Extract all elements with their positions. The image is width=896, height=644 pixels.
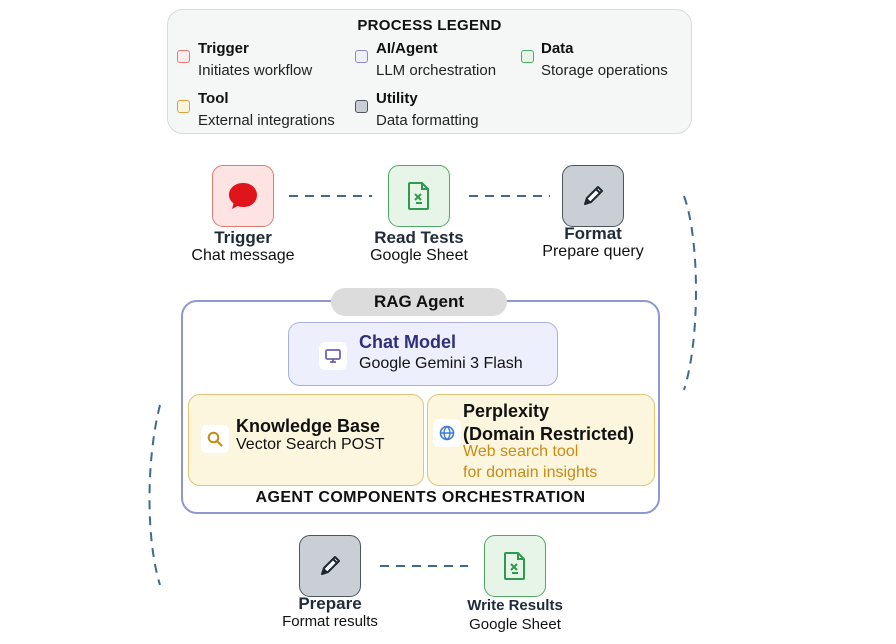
pencil-icon bbox=[321, 556, 340, 575]
chat-model-title: Chat Model bbox=[359, 332, 456, 352]
format-label: Format bbox=[564, 224, 622, 243]
legend-swatch-trigger bbox=[177, 50, 190, 63]
legend-swatch-ai-agent bbox=[355, 50, 368, 63]
knowledge-base-card[interactable]: Knowledge Base Vector Search POST bbox=[188, 394, 424, 486]
legend-swatch-utility bbox=[355, 100, 368, 113]
write-results-sub: Google Sheet bbox=[469, 616, 561, 633]
trigger-label: Trigger bbox=[214, 228, 272, 247]
knowledge-base-title: Knowledge Base bbox=[236, 416, 381, 436]
legend-swatch-tool bbox=[177, 100, 190, 113]
prepare-sub: Format results bbox=[282, 613, 378, 630]
chat-model-card[interactable]: Chat Model Google Gemini 3 Flash bbox=[288, 322, 558, 386]
process-legend: PROCESS LEGEND Trigger Initiates workflo… bbox=[167, 9, 692, 134]
chat-model-sub: Google Gemini 3 Flash bbox=[359, 355, 523, 372]
legend-desc-trigger: Initiates workflow bbox=[198, 62, 313, 79]
prepare-label: Prepare bbox=[298, 594, 362, 613]
format-node[interactable] bbox=[562, 165, 624, 227]
legend-name-utility: Utility bbox=[376, 90, 418, 107]
globe-icon bbox=[439, 425, 455, 441]
pencil-icon bbox=[584, 186, 603, 205]
legend-name-ai-agent: AI/Agent bbox=[376, 40, 438, 57]
perplexity-desc-2: for domain insights bbox=[463, 464, 598, 481]
monitor-icon-box bbox=[319, 342, 347, 370]
read-tests-sub: Google Sheet bbox=[370, 247, 468, 264]
chat-bubble-icon bbox=[229, 183, 257, 209]
format-sub: Prepare query bbox=[542, 243, 644, 260]
legend-desc-ai-agent: LLM orchestration bbox=[376, 62, 497, 79]
trigger-node[interactable] bbox=[212, 165, 274, 227]
legend-desc-utility: Data formatting bbox=[376, 112, 479, 129]
perplexity-card[interactable]: Perplexity (Domain Restricted) Web searc… bbox=[427, 394, 655, 486]
monitor-icon bbox=[325, 349, 341, 363]
search-icon bbox=[207, 431, 223, 447]
knowledge-base-sub: Vector Search POST bbox=[236, 436, 385, 453]
perplexity-desc-1: Web search tool bbox=[463, 443, 579, 460]
perplexity-title-1: Perplexity bbox=[463, 401, 550, 421]
write-results-node[interactable] bbox=[484, 535, 546, 597]
legend-swatch-data bbox=[521, 50, 534, 63]
write-results-label: Write Results bbox=[467, 597, 563, 614]
legend-name-trigger: Trigger bbox=[198, 40, 249, 57]
trigger-sub: Chat message bbox=[191, 247, 295, 264]
sheet-icon bbox=[408, 182, 429, 210]
globe-icon-box bbox=[433, 419, 461, 447]
prepare-node[interactable] bbox=[299, 535, 361, 597]
legend-desc-tool: External integrations bbox=[198, 112, 335, 129]
legend-name-tool: Tool bbox=[198, 90, 229, 107]
search-icon-box bbox=[201, 425, 229, 453]
connector-agent-prepare bbox=[148, 404, 161, 586]
read-tests-node[interactable] bbox=[388, 165, 450, 227]
legend-title: PROCESS LEGEND bbox=[357, 17, 502, 34]
perplexity-title-2: (Domain Restricted) bbox=[463, 424, 635, 444]
legend-desc-data: Storage operations bbox=[541, 62, 668, 79]
connector-format-agent bbox=[683, 195, 697, 391]
rag-agent-title: RAG Agent bbox=[331, 288, 507, 316]
agent-orchestration-label: AGENT COMPONENTS ORCHESTRATION bbox=[255, 489, 586, 506]
legend-name-data: Data bbox=[541, 40, 574, 57]
read-tests-label: Read Tests bbox=[374, 228, 464, 247]
sheet-icon bbox=[504, 552, 525, 580]
